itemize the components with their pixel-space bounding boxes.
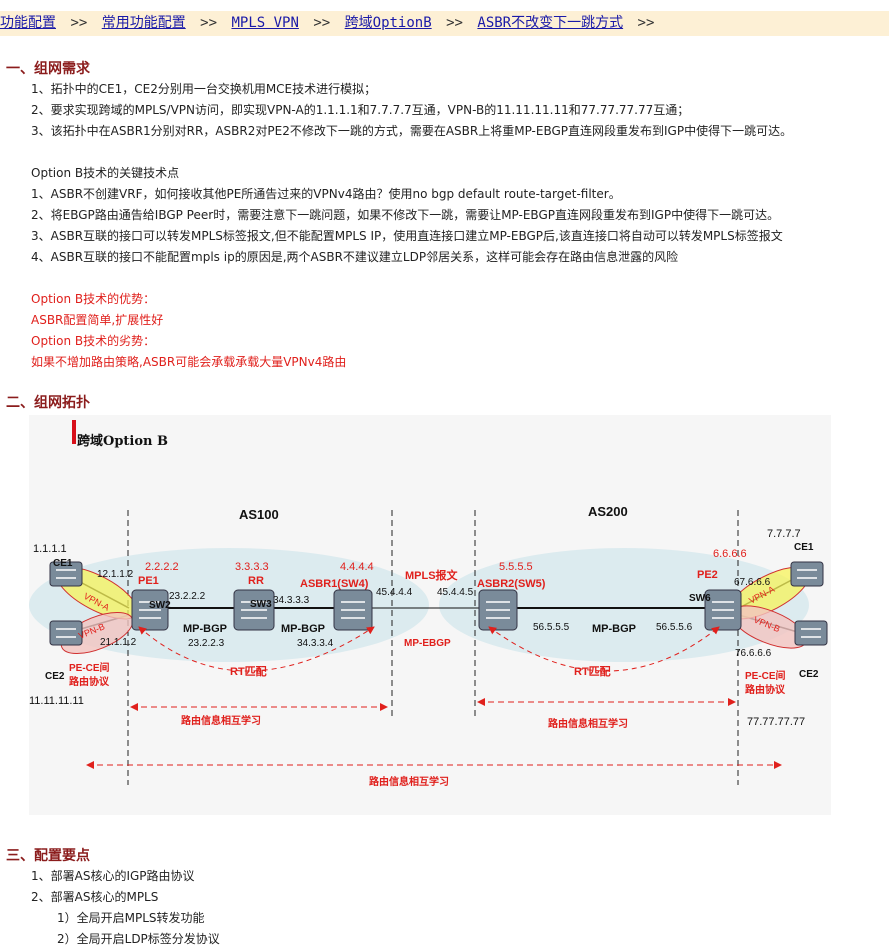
breadcrumb-separator: >> — [637, 15, 655, 31]
breadcrumb-item-mpls-vpn[interactable]: MPLS VPN — [231, 15, 299, 31]
rr-ip: 3.3.3.3 — [235, 561, 269, 573]
switch-icon — [333, 589, 373, 631]
switch-icon — [794, 620, 828, 646]
mp-bgp-label-1: MP-BGP — [183, 623, 227, 635]
ip-23-2-2-3: 23.2.2.3 — [188, 638, 225, 649]
advantage-text: ASBR配置简单,扩展性好 — [31, 313, 164, 327]
key-point-1: 1、ASBR不创建VRF，如何接收其他PE所通告过来的VPNv4路由？使用no … — [31, 187, 621, 201]
pe-ce-left-line1: PE-CE间 — [69, 661, 110, 674]
rt-match-right: RT匹配 — [574, 664, 611, 678]
breadcrumb-separator: >> — [446, 15, 463, 31]
ce1-left-ip: 1.1.1.1 — [33, 543, 67, 555]
pe2-ip: 6.6.6.6 — [713, 548, 747, 560]
requirement-line-3: 3、该拓扑中在ASBR1分别对RR，ASBR2对PE2不修改下一跳的方式，需要在… — [31, 124, 793, 138]
title-accent-bar — [72, 420, 76, 444]
rt-match-left: RT匹配 — [230, 664, 267, 678]
ip-45-4-4-4: 45.4.4.4 — [376, 587, 413, 598]
learn-label-overall: 路由信息相互学习 — [369, 775, 449, 788]
breadcrumb: 功能配置 >> 常用功能配置 >> MPLS VPN >> 跨域OptionB … — [0, 11, 889, 36]
switch-icon — [49, 561, 83, 587]
key-point-4: 4、ASBR互联的接口不能配置mpls ip的原因是,两个ASBR不建议建立LD… — [31, 250, 679, 264]
mpls-packet-label: MPLS报文 — [405, 568, 459, 582]
key-points-title: Option B技术的关键技术点 — [31, 166, 180, 180]
ip-45-4-4-5: 45.4.4.5 — [437, 587, 474, 598]
config-point-1: 1、部署AS核心的IGP路由协议 — [31, 869, 195, 883]
config-sub-point-1: 1）全局开启MPLS转发功能 — [57, 911, 205, 925]
sw2-label: SW2 — [149, 600, 171, 611]
learn-label-as100: 路由信息相互学习 — [181, 714, 261, 727]
pe1-label: PE1 — [138, 575, 159, 587]
asbr1-label: ASBR1(SW4) — [300, 578, 369, 590]
ip-76-6-6-6: 76.6.6.6 — [735, 648, 772, 659]
sw3-label: SW3 — [250, 599, 272, 610]
mp-bgp-label-2: MP-BGP — [281, 623, 325, 635]
config-sub-point-2: 2）全局开启LDP标签分发协议 — [57, 932, 220, 946]
topology-svg: AS100 AS200 1.1.1.1 CE1 CE2 11.11.11.11 … — [29, 504, 828, 788]
ce2-right-ip: 77.77.77.77 — [747, 716, 805, 728]
learn-label-as200: 路由信息相互学习 — [548, 717, 628, 730]
breadcrumb-separator: >> — [70, 15, 88, 31]
switch-icon — [131, 589, 169, 631]
rt-curve-left — [138, 626, 375, 672]
ip-56-5-5-5: 56.5.5.5 — [533, 622, 570, 633]
breadcrumb-item-asbr[interactable]: ASBR不改变下一跳方式 — [477, 15, 624, 31]
ip-21-1-1-2: 21.1.1.2 — [100, 637, 137, 648]
asbr2-label: ASBR2(SW5) — [477, 578, 546, 590]
diagram-title: 跨域Option B — [77, 434, 168, 449]
breadcrumb-separator: >> — [313, 15, 331, 31]
switch-icon — [49, 620, 83, 646]
rr-label: RR — [248, 575, 264, 587]
pe-ce-left-line2: 路由协议 — [69, 675, 110, 688]
requirement-line-2: 2、要求实现跨域的MPLS/VPN访问，即实现VPN-A的1.1.1.1和7.7… — [31, 103, 690, 117]
mp-bgp-label-3: MP-BGP — [592, 623, 636, 635]
breadcrumb-separator: >> — [200, 15, 218, 31]
as100-label: AS100 — [239, 507, 279, 522]
pe-ce-right-line2: 路由协议 — [745, 683, 786, 696]
requirement-line-1: 1、拓扑中的CE1，CE2分别用一台交换机用MCE技术进行模拟； — [31, 82, 377, 96]
ip-12-1-1-2: 12.1.1.2 — [97, 569, 134, 580]
ip-67-6-6-6: 67.6.6.6 — [734, 577, 771, 588]
ce2-left-ip: 11.11.11.11 — [29, 695, 84, 707]
section-title-requirements: 一、组网需求 — [6, 61, 90, 77]
disadvantage-text: 如果不增加路由策略,ASBR可能会承载承载大量VPNv4路由 — [31, 355, 347, 369]
key-point-2: 2、将EBGP路由通告给IBGP Peer时，需要注意下一跳问题，如果不修改下一… — [31, 208, 780, 222]
ce1-right-label: CE1 — [794, 542, 814, 553]
pe2-label: PE2 — [697, 569, 718, 581]
section-title-topology: 二、组网拓扑 — [6, 395, 90, 411]
pe-ce-right-line1: PE-CE间 — [745, 669, 786, 682]
advantage-title: Option B技术的优势： — [31, 292, 156, 306]
ip-34-3-3-4: 34.3.3.4 — [297, 638, 334, 649]
config-point-2: 2、部署AS核心的MPLS — [31, 890, 159, 904]
breadcrumb-item-optionb[interactable]: 跨域OptionB — [344, 15, 432, 31]
ce1-left-label: CE1 — [53, 558, 73, 569]
topology-diagram: 跨域Option B — [29, 415, 831, 815]
ip-23-2-2-2: 23.2.2.2 — [169, 591, 206, 602]
as200-label: AS200 — [588, 504, 628, 519]
section-title-config: 三、配置要点 — [6, 848, 90, 864]
pe1-ip: 2.2.2.2 — [145, 561, 179, 573]
switch-icon — [790, 561, 824, 587]
switch-icon — [233, 589, 275, 631]
switch-icon — [704, 589, 742, 631]
ce2-left-label: CE2 — [45, 671, 65, 682]
ce1-right-ip: 7.7.7.7 — [767, 528, 801, 540]
breadcrumb-item-common-config[interactable]: 常用功能配置 — [101, 15, 186, 31]
rt-curve-right — [488, 626, 720, 672]
ip-34-3-3-3: 34.3.3.3 — [273, 595, 310, 606]
mp-ebgp-label: MP-EBGP — [404, 638, 451, 649]
switch-icon — [478, 589, 518, 631]
sw6-label: SW6 — [689, 593, 711, 604]
disadvantage-title: Option B技术的劣势： — [31, 334, 156, 348]
breadcrumb-item-function-config[interactable]: 功能配置 — [0, 15, 56, 31]
ce2-right-label: CE2 — [799, 669, 819, 680]
ip-56-5-5-6: 56.5.5.6 — [656, 622, 693, 633]
asbr1-ip: 4.4.4.4 — [340, 561, 374, 573]
asbr2-ip: 5.5.5.5 — [499, 561, 533, 573]
key-point-3: 3、ASBR互联的接口可以转发MPLS标签报文,但不能配置MPLS IP，使用直… — [31, 229, 783, 243]
